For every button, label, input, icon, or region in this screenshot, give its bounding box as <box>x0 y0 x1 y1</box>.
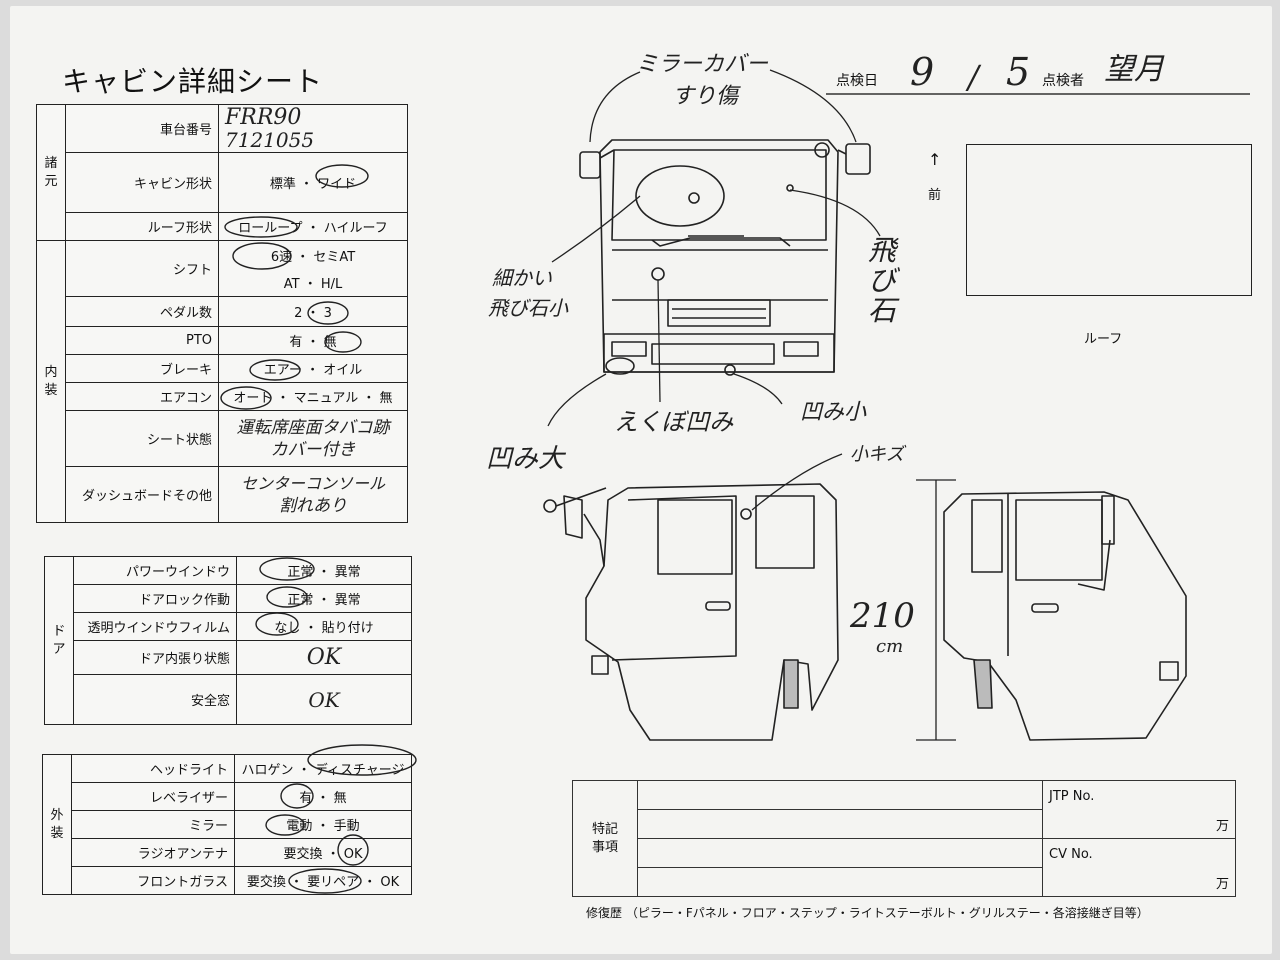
door-table: ドア パワーウインドウ 正常 ・ 異常 ドアロック作動 正常 ・ 異常 透明ウイ… <box>44 556 412 725</box>
cv-label: CV No. <box>1049 847 1093 862</box>
roof-label: ルーフ <box>1084 332 1123 347</box>
note-dent-large: 凹み大 <box>486 444 565 474</box>
spec-interior-table: 諸元 車台番号 FRR90 7121055 キャビン形状 標準 ・ ワイド ルー… <box>36 104 408 523</box>
chassis-number: 7121055 <box>225 127 315 152</box>
note-mirror-scratch: すり傷 <box>672 84 739 109</box>
radio-antenna-options: 要交換 ・ OK <box>234 838 412 867</box>
remarks-label-1: 特記 <box>591 821 618 837</box>
chassis-label: 車台番号 <box>65 104 219 153</box>
remarks-line-3 <box>637 838 1043 868</box>
dashboard-note-2: 割れあり <box>279 495 347 516</box>
door-trim-value: OK <box>236 640 412 675</box>
pto-label: PTO <box>65 326 219 355</box>
safety-window-value: OK <box>236 674 412 725</box>
shift-options: 6速 ・ セミAT AT ・ H/L <box>218 240 408 297</box>
door-trim-note: OK <box>306 644 342 670</box>
leveler-options: 有 ・ 無 <box>234 782 412 811</box>
note-dent-small: 凹み小 <box>800 400 867 425</box>
front-label: 前 <box>928 188 942 203</box>
cv-unit: 万 <box>1215 877 1229 892</box>
jtp-cell: JTP No. 万 <box>1042 780 1236 839</box>
chassis-model: FRR90 <box>225 104 302 130</box>
jtp-label: JTP No. <box>1049 789 1095 804</box>
window-film-label: 透明ウインドウフィルム <box>73 612 237 641</box>
remarks-line-4 <box>637 867 1043 897</box>
door-group-label: ドア <box>44 556 74 725</box>
seat-label: シート状態 <box>65 410 219 467</box>
note-fine-chips-2: 飛び石小 <box>488 296 568 320</box>
sheet-title: キャビン詳細シート <box>62 65 324 98</box>
door-lock-options: 正常 ・ 異常 <box>236 584 412 613</box>
seat-note-2: カバー付き <box>270 439 356 460</box>
spec-group-label: 諸元 <box>36 104 66 241</box>
inspector-name: 望月 <box>1104 52 1164 87</box>
date-separator: / <box>968 58 979 96</box>
cv-cell: CV No. 万 <box>1042 838 1236 897</box>
note-height: 210 <box>850 596 915 636</box>
pto-options: 有 ・ 無 <box>218 326 408 355</box>
shift-label: シフト <box>65 240 219 297</box>
dashboard-note-1: センターコンソール <box>240 473 385 493</box>
power-window-options: 正常 ・ 異常 <box>236 556 412 585</box>
note-mirror-cover: ミラーカバー <box>636 52 769 77</box>
pedal-options: 2 ・ 3 <box>218 296 408 327</box>
cabin-shape-label: キャビン形状 <box>65 152 219 213</box>
mirror-label: ミラー <box>71 810 235 839</box>
roof-shape-options: ローループ ・ ハイルーフ <box>218 212 408 241</box>
note-height-unit: cm <box>876 636 904 657</box>
seat-value: 運転席座面タバコ跡 カバー付き <box>218 410 408 467</box>
roof-box <box>966 144 1252 296</box>
power-window-label: パワーウインドウ <box>73 556 237 585</box>
remarks-line-2 <box>637 809 1043 839</box>
headlight-options: ハロゲン ・ ディスチャージ <box>234 754 412 783</box>
shift-options-row-1: 6速 ・ セミAT <box>270 249 356 265</box>
door-trim-label: ドア内張り状態 <box>73 640 237 675</box>
inspector-label: 点検者 <box>1042 73 1084 89</box>
note-chip: 飛び石 <box>868 236 908 326</box>
remarks-label-2: 事項 <box>591 839 618 855</box>
note-chip-text: 飛び石 <box>868 234 897 327</box>
jtp-unit: 万 <box>1215 819 1229 834</box>
note-scratch-small: 小キズ <box>850 444 904 465</box>
window-film-options: なし ・ 貼り付け <box>236 612 412 641</box>
mirror-options: 電動 ・ 手動 <box>234 810 412 839</box>
safety-window-label: 安全窓 <box>73 674 237 725</box>
inspection-date-label: 点検日 <box>836 73 878 89</box>
exterior-table: 外装 ヘッドライト ハロゲン ・ ディスチャージ レベライザー 有 ・ 無 ミラ… <box>42 754 412 895</box>
radio-antenna-label: ラジオアンテナ <box>71 838 235 867</box>
remarks-label-cell: 特記 事項 <box>572 780 638 897</box>
inspection-month: 9 <box>910 50 935 94</box>
chassis-value: FRR90 7121055 <box>218 104 408 153</box>
note-fine-chips-1: 細かい <box>492 266 552 290</box>
roof-shape-label: ルーフ形状 <box>65 212 219 241</box>
aircon-options: オート ・ マニュアル ・ 無 <box>218 382 408 411</box>
front-glass-options: 要交換 ・ 要リペア ・ OK <box>234 866 412 895</box>
leveler-label: レベライザー <box>71 782 235 811</box>
pedal-label: ペダル数 <box>65 296 219 327</box>
aircon-label: エアコン <box>65 382 219 411</box>
interior-group-label: 内装 <box>36 240 66 523</box>
cabin-shape-options: 標準 ・ ワイド <box>218 152 408 213</box>
inspection-day: 5 <box>1006 50 1031 94</box>
remarks-table: 特記 事項 JTP No. 万 CV No. 万 <box>572 780 1236 897</box>
headlight-label: ヘッドライト <box>71 754 235 783</box>
safety-window-note: OK <box>308 687 340 712</box>
brake-label: ブレーキ <box>65 354 219 383</box>
remarks-line-1 <box>637 780 1043 810</box>
note-dent-small-bumper: えくぼ凹み <box>614 408 734 436</box>
shift-options-row-2: AT ・ H/L <box>283 276 343 292</box>
dashboard-value: センターコンソール 割れあり <box>218 466 408 523</box>
repair-history-note: 修復歴 （ピラー・Fパネル・フロア・ステップ・ライトステーボルト・グリルステー・… <box>586 906 1149 920</box>
front-glass-label: フロントガラス <box>71 866 235 895</box>
dashboard-label: ダッシュボードその他 <box>65 466 219 523</box>
seat-note-1: 運転席座面タバコ跡 <box>236 417 390 438</box>
door-lock-label: ドアロック作動 <box>73 584 237 613</box>
exterior-group-label: 外装 <box>42 754 72 895</box>
brake-options: エアー ・ オイル <box>218 354 408 383</box>
front-arrow: ↑ <box>928 150 942 169</box>
